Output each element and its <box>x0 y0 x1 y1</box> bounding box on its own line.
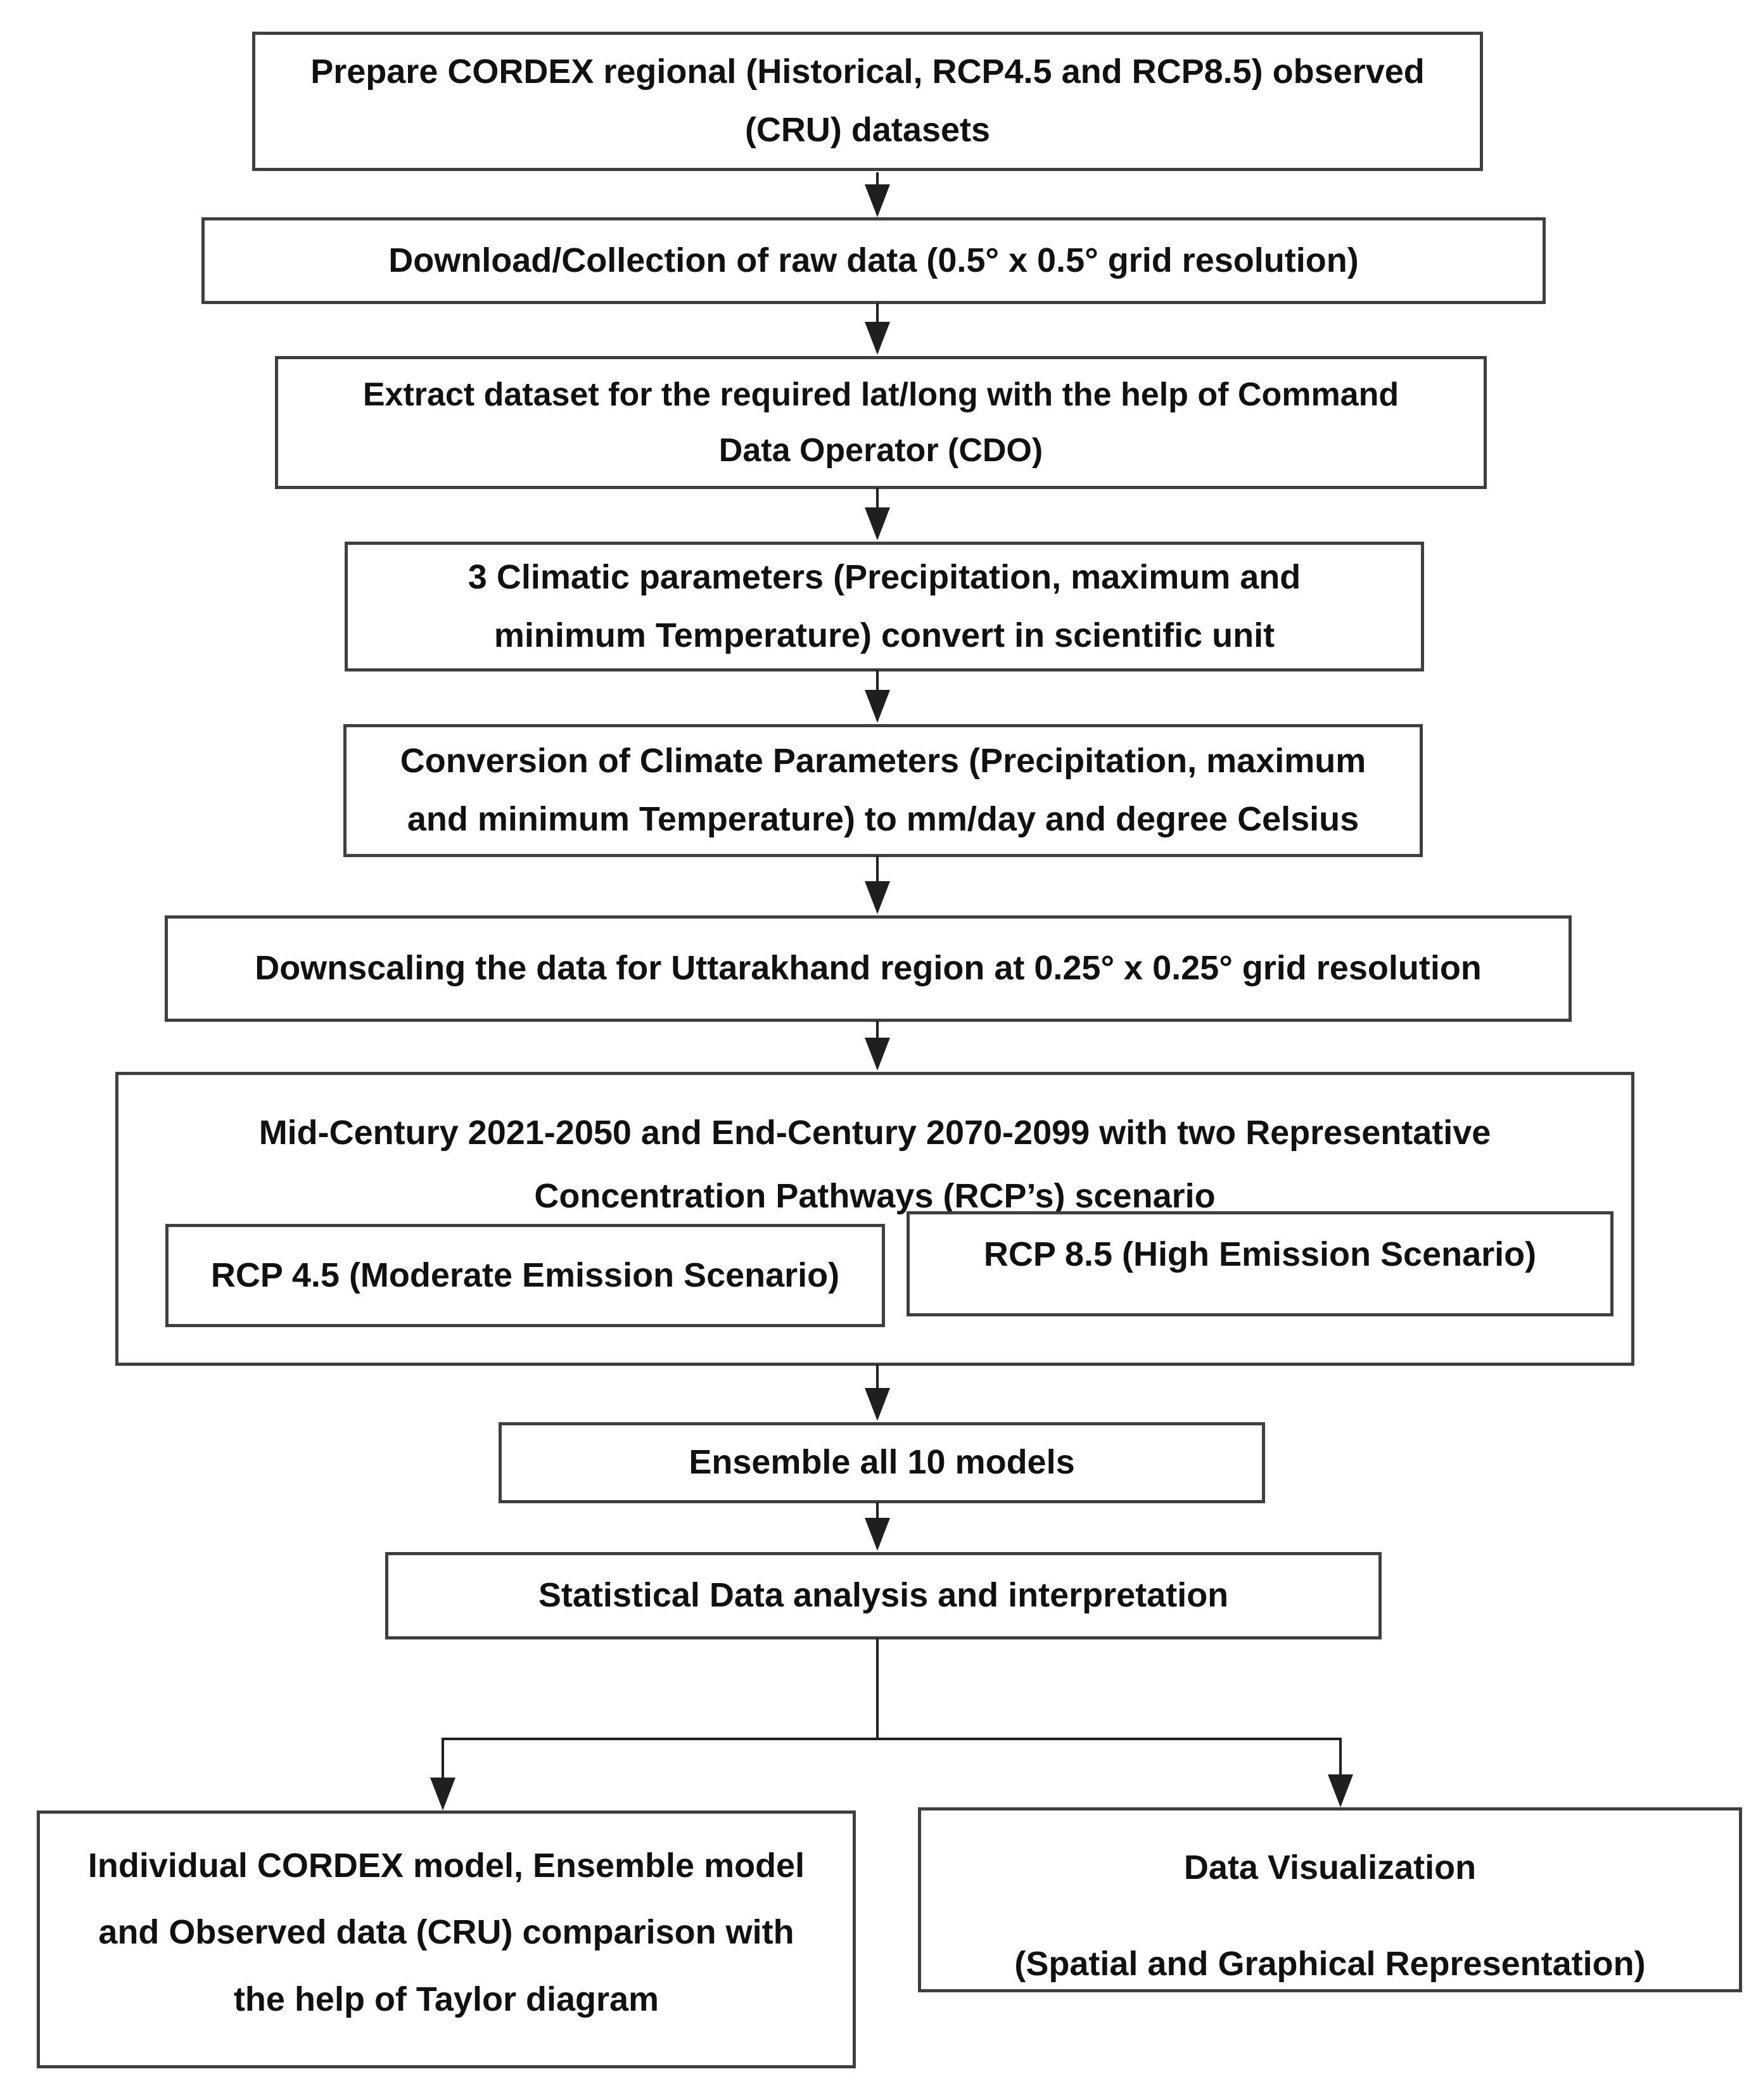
arrow-conversion-to-downscaling-line <box>876 856 879 885</box>
box-data-visualization: Data Visualization (Spatial and Graphica… <box>918 1807 1742 1992</box>
box-climatic-parameters-line: 3 Climatic parameters (Precipitation, ma… <box>468 557 1301 596</box>
arrow-conversion-to-downscaling-head <box>865 881 890 914</box>
arrow-scenarios-to-ensemble-head <box>865 1388 890 1421</box>
box-extract-dataset: Extract dataset for the required lat/lon… <box>275 356 1487 489</box>
arrow-extract-to-climatic-line <box>876 488 879 511</box>
arrow-downscaling-to-scenarios-line <box>876 1021 879 1041</box>
box-taylor-comparison-line: and Observed data (CRU) comparison with <box>98 1913 794 1952</box>
box-downscaling: Downscaling the data for Uttarakhand reg… <box>165 915 1572 1022</box>
arrow-climatic-to-conversion-line <box>876 670 879 694</box>
box-rcp-scenarios-line: Mid-Century 2021-2050 and End-Century 20… <box>258 1114 1491 1152</box>
arrow-ensemble-to-statistical-head <box>865 1518 890 1551</box>
branch-left-arrow-line <box>442 1738 444 1781</box>
box-taylor-comparison: Individual CORDEX model, Ensemble model … <box>37 1810 856 2068</box>
arrow-climatic-to-conversion-head <box>865 690 890 723</box>
arrow-downscaling-to-scenarios-head <box>865 1038 890 1071</box>
box-download-raw-data: Download/Collection of raw data (0.5° x … <box>201 217 1546 304</box>
box-conversion-units-line: and minimum Temperature) to mm/day and d… <box>407 800 1359 838</box>
arrow-prepare-to-download-head <box>865 184 890 217</box>
arrow-ensemble-to-statistical-line <box>876 1502 879 1522</box>
branch-horizontal-line <box>443 1738 1342 1740</box>
branch-stem-line <box>876 1638 879 1739</box>
box-download-raw-data-line: Download/Collection of raw data (0.5° x … <box>388 241 1359 279</box>
box-climatic-parameters-line: minimum Temperature) convert in scientif… <box>493 616 1275 654</box>
box-extract-dataset-line: Data Operator (CDO) <box>718 432 1043 469</box>
box-rcp85-line: RCP 8.5 (High Emission Scenario) <box>983 1235 1537 1273</box>
arrow-prepare-to-download-line <box>876 172 879 188</box>
box-prepare-cordex: Prepare CORDEX regional (Historical, RCP… <box>252 32 1483 171</box>
box-climatic-parameters: 3 Climatic parameters (Precipitation, ma… <box>345 542 1424 671</box>
box-statistical-analysis: Statistical Data analysis and interpreta… <box>385 1552 1382 1639</box>
box-prepare-cordex-line: Prepare CORDEX regional (Historical, RCP… <box>310 53 1425 91</box>
arrow-scenarios-to-ensemble-line <box>876 1365 879 1392</box>
box-extract-dataset-line: Extract dataset for the required lat/lon… <box>362 376 1399 413</box>
branch-right-arrow-head <box>1328 1774 1353 1807</box>
box-data-visualization-line: (Spatial and Graphical Representation) <box>1014 1944 1646 1983</box>
box-rcp45: RCP 4.5 (Moderate Emission Scenario) <box>165 1224 885 1327</box>
box-ensemble-models-line: Ensemble all 10 models <box>689 1443 1075 1482</box>
arrow-download-to-extract-line <box>876 303 879 326</box>
box-rcp-scenarios-line: Concentration Pathways (RCP’s) scenario <box>534 1176 1216 1215</box>
box-taylor-comparison-line: Individual CORDEX model, Ensemble model <box>87 1847 805 1885</box>
arrow-download-to-extract-head <box>865 322 890 355</box>
branch-right-arrow-line <box>1339 1738 1342 1778</box>
box-conversion-units-line: Conversion of Climate Parameters (Precip… <box>400 742 1366 780</box>
box-taylor-comparison-line: the help of Taylor diagram <box>233 1980 659 2018</box>
box-data-visualization-line: Data Visualization <box>1183 1849 1477 1887</box>
branch-left-arrow-head <box>430 1778 455 1810</box>
box-conversion-units: Conversion of Climate Parameters (Precip… <box>343 724 1423 857</box>
box-prepare-cordex-line: (CRU) datasets <box>744 111 991 149</box>
box-statistical-analysis-line: Statistical Data analysis and interpreta… <box>538 1576 1229 1615</box>
box-rcp85: RCP 8.5 (High Emission Scenario) <box>907 1211 1613 1316</box>
box-downscaling-line: Downscaling the data for Uttarakhand reg… <box>255 949 1482 988</box>
arrow-extract-to-climatic-head <box>865 507 890 540</box>
box-ensemble-models: Ensemble all 10 models <box>499 1422 1265 1503</box>
box-rcp45-line: RCP 4.5 (Moderate Emission Scenario) <box>210 1256 840 1294</box>
